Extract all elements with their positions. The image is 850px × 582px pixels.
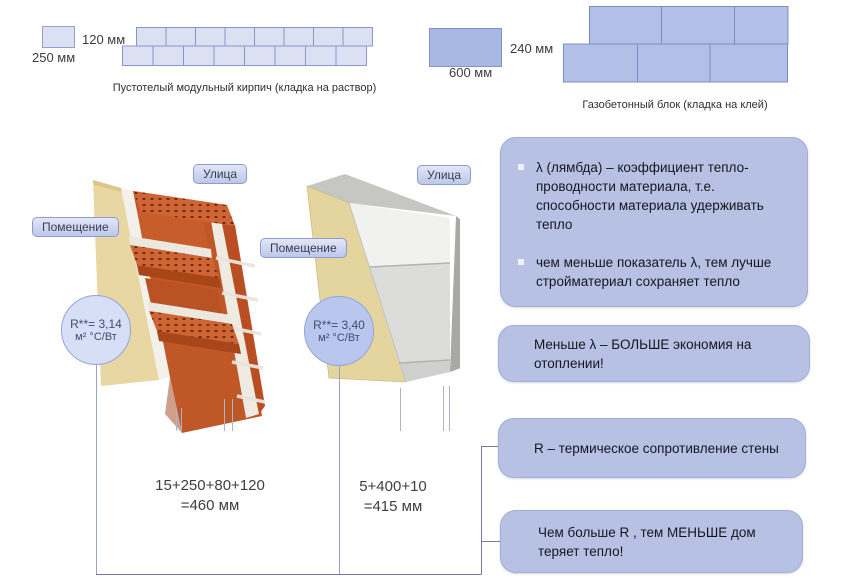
room-label-brick-wall: Помещение xyxy=(32,217,119,237)
block-caption: Газобетонный блок (кладка на клей) xyxy=(582,99,768,111)
bullet-square-icon xyxy=(518,259,524,265)
block-sample-rect xyxy=(429,28,502,67)
lambda-conclusion-box: Меньше λ – БОЛЬШЕ экономия на отоплении! xyxy=(498,325,810,382)
room-label-block-wall: Помещение xyxy=(260,238,347,258)
brick-bottom-dim-label: 250 мм xyxy=(32,50,76,65)
r-value-circle-brick-wall: R**= 3,14 м² °С/Вт xyxy=(61,295,131,365)
brick-side-dim-label: 120 мм xyxy=(82,32,126,47)
bullet-square-icon xyxy=(518,164,524,170)
thickness-sum-brick: 15+250+80+120 xyxy=(155,477,265,494)
r-definition-text: R – термическое сопротивление стены xyxy=(534,440,779,456)
r-conclusion-text: Чем больше R , тем МЕНЬШЕ дом теряет теп… xyxy=(538,524,756,559)
brick-masonry-pattern xyxy=(122,27,373,66)
r-value-units-block: м² °С/Вт xyxy=(318,332,360,344)
street-label-block-wall: Улица xyxy=(417,165,472,185)
thickness-formula-block-wall: 5+400+10 =415 мм xyxy=(333,477,453,517)
lambda-definition-box: λ (лямбда) – коэффициент тепло-проводнос… xyxy=(500,137,808,307)
r-value-circle-block-wall: R**= 3,40 м² °С/Вт xyxy=(304,296,374,366)
lambda-conclusion-text: Меньше λ – БОЛЬШЕ экономия на отоплении! xyxy=(534,336,752,371)
r-value-units-brick: м² °С/Вт xyxy=(75,331,117,343)
block-side-dim-label: 240 мм xyxy=(510,41,554,56)
block-bottom-dim-label: 600 мм xyxy=(449,65,493,80)
thickness-formula-brick-wall: 15+250+80+120 =460 мм xyxy=(130,476,290,516)
thickness-total-block: =415 мм xyxy=(363,498,423,515)
thickness-total-brick: =460 мм xyxy=(180,497,240,514)
brick-caption: Пустотелый модульный кирпич (кладка на р… xyxy=(112,82,377,94)
block-masonry-pattern xyxy=(563,6,789,83)
r-value-block: R**= 3,40 xyxy=(313,318,365,332)
r-conclusion-box: Чем больше R , тем МЕНЬШЕ дом теряет теп… xyxy=(500,510,803,573)
lambda-rule-text: чем меньше показатель λ, тем лучше строй… xyxy=(536,255,772,289)
brick-sample-rect xyxy=(42,26,75,48)
brick-wall-illustration xyxy=(93,180,265,433)
street-label-brick-wall: Улица xyxy=(193,164,248,184)
lambda-definition-text: λ (лямбда) – коэффициент тепло-проводнос… xyxy=(536,160,764,232)
thickness-sum-block: 5+400+10 xyxy=(359,478,427,495)
r-definition-box: R – термическое сопротивление стены xyxy=(498,418,806,478)
r-value-brick: R**= 3,14 xyxy=(70,317,122,331)
